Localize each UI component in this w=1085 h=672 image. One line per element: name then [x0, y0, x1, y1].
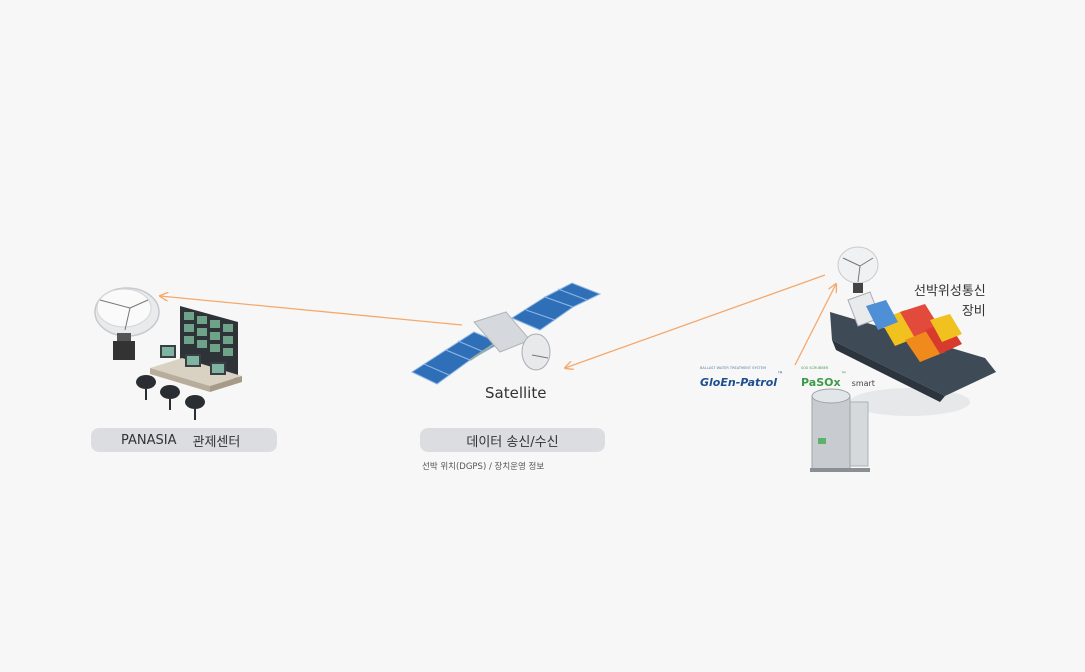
gloen-patrol-logo: BALLAST WATER TREATMENT SYSTEM GloEn-Pat… [700, 366, 783, 390]
pasox-text: PaSOx [801, 376, 841, 389]
arrow-satellite-to-control [160, 296, 463, 326]
arrow-ship-to-satellite [565, 274, 826, 368]
gloen-tm: ™ [777, 371, 784, 378]
data-exchange-pill: 데이터 송신/수신 [420, 428, 605, 452]
control-center-label: 관제센터 [192, 434, 241, 450]
pasox-logo: SOX SCRUBBER PaSOx™ smart [801, 366, 875, 390]
pasox-tm: ™ [840, 371, 847, 378]
operator-desks-icon [136, 345, 242, 420]
control-center-pill: PANASIA 관제센터 [91, 428, 277, 452]
ship-dish-antenna-icon [837, 246, 879, 293]
ship-label-line2: 장비 [961, 304, 986, 319]
satellite-label: Satellite [485, 384, 547, 402]
ship-label-line1: 선박위성통신 [914, 284, 986, 299]
satellite-body-icon [469, 311, 551, 371]
containers-icon [866, 300, 962, 362]
pasox-smart-text: smart [851, 379, 875, 388]
control-center-name: PANASIA [121, 432, 177, 448]
data-exchange-label: 데이터 송신/수신 [466, 434, 559, 450]
arrow-equipment-to-ship [794, 284, 836, 366]
ship-label: 선박위성통신 장비 [914, 280, 986, 319]
solar-panel-left-icon [410, 331, 502, 385]
satellite-caption: 선박 위치(DGPS) / 장치운영 정보 [422, 462, 545, 472]
dish-antenna-icon [94, 287, 160, 360]
gloen-text: GloEn-Patrol [700, 376, 778, 389]
gloen-small-text: BALLAST WATER TREATMENT SYSTEM [700, 366, 767, 370]
pasox-small-text: SOX SCRUBBER [801, 366, 829, 370]
solar-panel-right-icon [510, 282, 602, 331]
